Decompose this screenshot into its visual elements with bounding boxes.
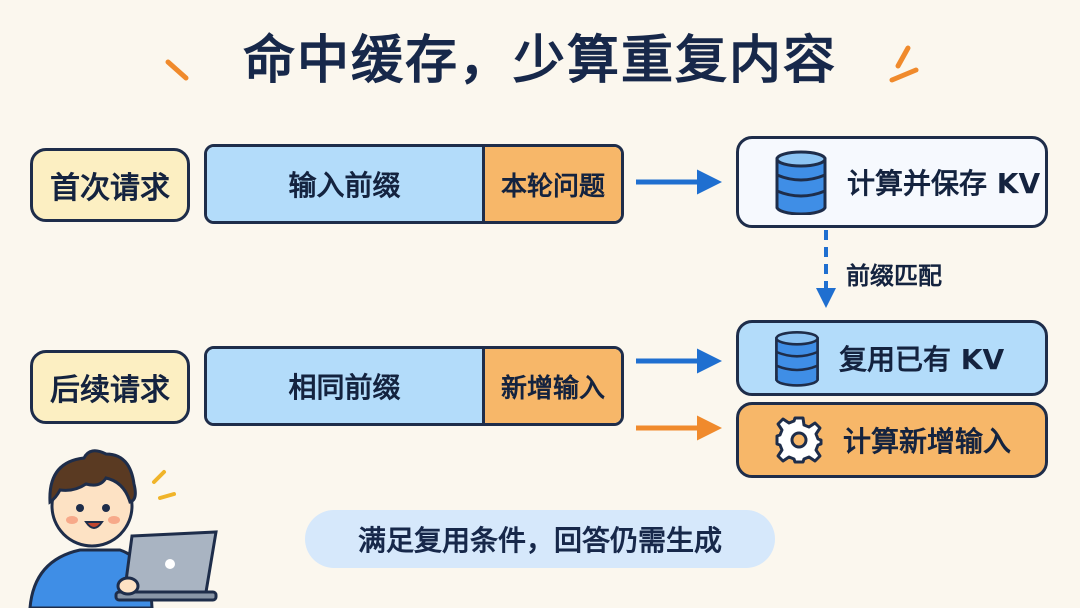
database-icon: [775, 150, 827, 215]
database-icon: [775, 331, 819, 387]
laptop-icon: [114, 530, 218, 602]
same-prefix-segment: 相同前缀: [207, 349, 482, 423]
gear-icon: [775, 416, 823, 464]
compute-new-input-text: 计算新增输入: [843, 425, 1012, 458]
left-sparkle-icon: [165, 59, 189, 81]
summary-pill: 满足复用条件，回答仍需生成: [305, 510, 775, 568]
page-title: 命中缓存，少算重复内容: [242, 31, 837, 91]
reuse-kv-text: 复用已有 KV: [839, 343, 1005, 376]
new-input-segment: 新增输入: [482, 349, 621, 423]
first-request-label-text: 首次请求: [50, 171, 170, 206]
hair-icon: [48, 449, 137, 505]
right-sparkle-icon: [889, 45, 919, 83]
later-request-label-text: 后续请求: [50, 373, 170, 408]
first-request-label: 首次请求: [30, 148, 190, 222]
reuse-kv-box: 复用已有 KV: [736, 320, 1048, 396]
first-request-bar: 输入前缀 本轮问题: [204, 144, 624, 224]
question-segment: 本轮问题: [482, 147, 621, 221]
compute-save-kv-text: 计算并保存 KV: [847, 167, 1041, 200]
input-prefix-segment: 输入前缀: [207, 147, 482, 221]
later-request-label: 后续请求: [30, 350, 190, 424]
compute-save-kv-box: 计算并保存 KV: [736, 136, 1048, 228]
prefix-match-label: 前缀匹配: [846, 262, 942, 290]
compute-new-input-box: 计算新增输入: [736, 402, 1048, 478]
character-illustration: [28, 449, 218, 608]
later-request-bar: 相同前缀 新增输入: [204, 346, 624, 426]
summary-text: 满足复用条件，回答仍需生成: [357, 524, 722, 557]
